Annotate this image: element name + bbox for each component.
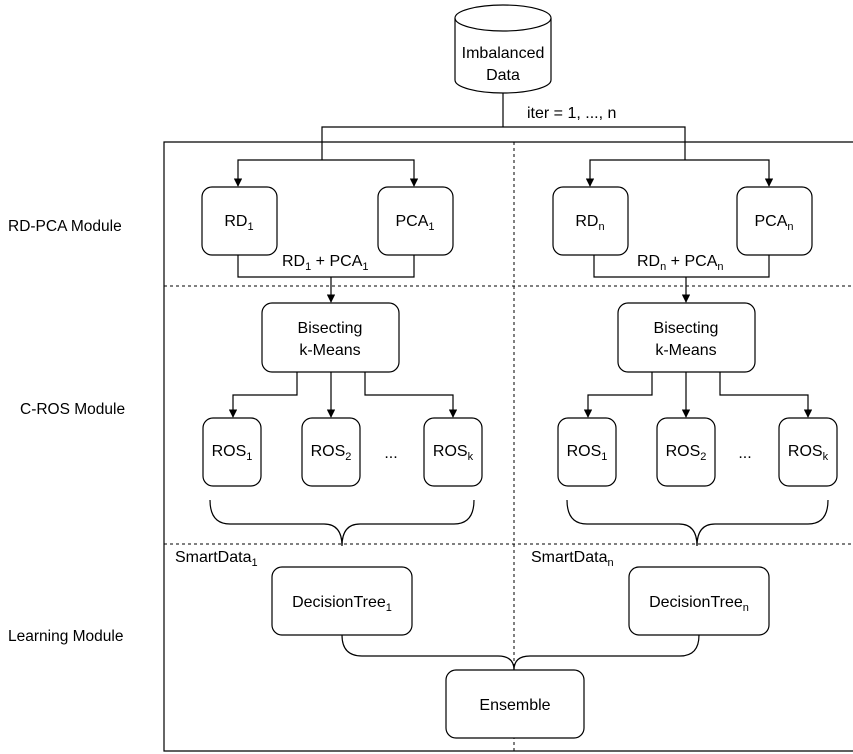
ros-node-1-k: ROSk (423, 417, 483, 487)
ellipsis-n: ... (738, 445, 751, 462)
svg-text:PCA1: PCA1 (395, 213, 434, 233)
svg-text:Bisecting: Bisecting (654, 320, 719, 337)
rd-node-1: RD1 (201, 186, 278, 256)
edge-to-pca-n (685, 159, 774, 187)
outer-frame (163, 141, 853, 752)
decision-tree-node-1: DecisionTree1 (271, 566, 413, 636)
svg-text:ROS1: ROS1 (567, 443, 608, 463)
decision-tree-node-n: DecisionTreen (628, 566, 770, 636)
ros-node-n-2: ROS2 (656, 417, 716, 487)
merge-brace-n (566, 499, 829, 547)
svg-text:k-Means: k-Means (655, 342, 716, 359)
bisecting-kmeans-node-1: Bisecting k-Means (261, 302, 400, 373)
ensemble-merge-brace (341, 634, 700, 671)
rd-node-n: RDn (552, 186, 629, 256)
svg-text:RDn: RDn (575, 213, 604, 233)
svg-text:DecisionTree1: DecisionTree1 (292, 594, 392, 614)
svg-text:ROS1: ROS1 (212, 443, 253, 463)
imbalanced-data-node: Imbalanced Data (454, 4, 552, 94)
module-label-rdpca: RD-PCA Module (8, 218, 122, 235)
smartdata-label-n: SmartDatan (531, 549, 614, 569)
smartdata-label-1: SmartData1 (175, 549, 258, 569)
pca-node-1: PCA1 (377, 186, 454, 256)
svg-text:ROS2: ROS2 (666, 443, 707, 463)
edge-combine-n (593, 255, 770, 278)
edge-combine-1 (237, 255, 415, 278)
svg-text:DecisionTreen: DecisionTreen (649, 594, 749, 614)
svg-text:ROS2: ROS2 (311, 443, 352, 463)
ros-node-n-1: ROS1 (557, 417, 617, 487)
edge-to-ros1-n (583, 372, 653, 418)
svg-text:PCAn: PCAn (754, 213, 793, 233)
svg-text:Bisecting: Bisecting (298, 320, 363, 337)
svg-text:k-Means: k-Means (299, 342, 360, 359)
svg-text:Ensemble: Ensemble (479, 697, 550, 714)
iter-edge-branch (321, 126, 686, 160)
bisecting-kmeans-node-n: Bisecting k-Means (617, 302, 756, 373)
merge-brace-1 (209, 499, 475, 547)
ros-node-1-1: ROS1 (202, 417, 262, 487)
edge-to-ros1-1 (228, 372, 298, 418)
svg-text:ROSk: ROSk (433, 443, 474, 463)
pca-node-n: PCAn (736, 186, 813, 256)
edge-to-rd-n (585, 159, 685, 187)
ros-node-n-k: ROSk (778, 417, 838, 487)
edge-to-pca-1 (322, 159, 419, 187)
edge-to-rd-1 (233, 159, 322, 187)
edge-to-rosk-1 (364, 372, 458, 418)
svg-text:RD1: RD1 (224, 213, 253, 233)
module-label-cros: C-ROS Module (20, 401, 125, 418)
module-label-learning: Learning Module (8, 628, 123, 645)
iter-label: iter = 1, ..., n (527, 105, 616, 122)
ensemble-node: Ensemble (445, 669, 585, 739)
imbalanced-data-line2: Data (486, 67, 520, 84)
combine-label-1: RD1 + PCA1 (282, 253, 369, 273)
edge-to-rosk-n (719, 372, 813, 418)
svg-text:ROSk: ROSk (788, 443, 829, 463)
combine-label-n: RDn + PCAn (637, 253, 724, 273)
ellipsis-1: ... (384, 445, 397, 462)
imbalanced-data-line1: Imbalanced (462, 45, 545, 62)
ros-node-1-2: ROS2 (301, 417, 361, 487)
